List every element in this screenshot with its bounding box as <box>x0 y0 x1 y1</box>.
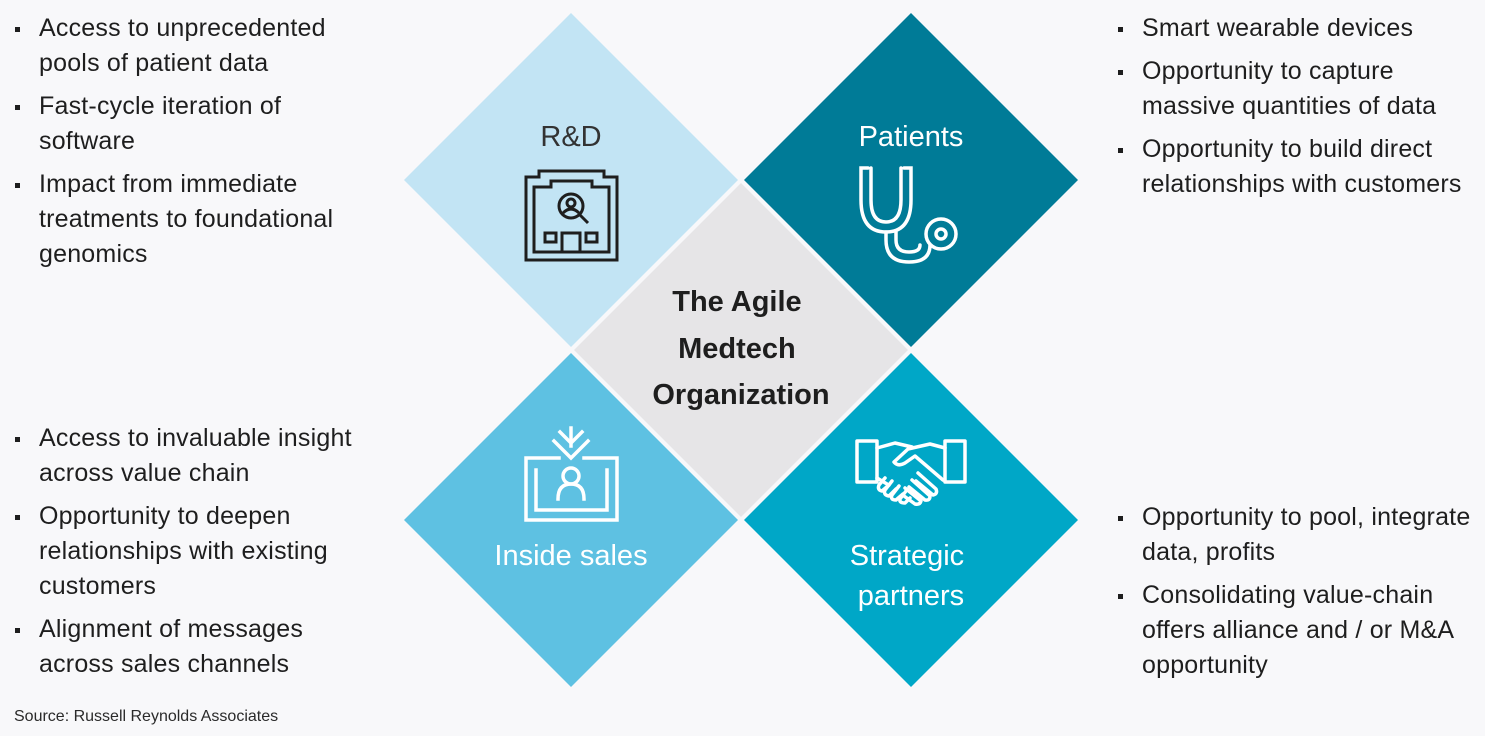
stethoscope-icon <box>859 166 958 264</box>
research-building-icon <box>524 169 619 262</box>
list-item: Opportunity to pool, integrate data, pro… <box>1117 500 1477 570</box>
center-diamond <box>574 183 908 517</box>
list-item: Opportunity to build direct relationship… <box>1117 132 1477 202</box>
quadrant-label-strategic-partners: Strategic partners <box>850 540 973 612</box>
list-item: Alignment of messages across sales chann… <box>14 612 374 682</box>
list-item: Opportunity to deepen relationships with… <box>14 499 374 604</box>
list-item: Smart wearable devices <box>1117 11 1477 46</box>
quadrant-label-patients: Patients <box>859 121 964 153</box>
list-item: Opportunity to capture massive quantitie… <box>1117 54 1477 124</box>
strategic-partners-benefits-list: Opportunity to pool, integrate data, pro… <box>1117 500 1477 691</box>
list-item: Consolidating value-chain offers allianc… <box>1117 578 1477 683</box>
list-item: Access to invaluable insight across valu… <box>14 421 374 491</box>
quadrant-strategic-partners <box>744 353 1078 687</box>
list-item: Access to unprecedented pools of patient… <box>14 11 374 81</box>
center-title: The Agile Medtech Organization <box>652 286 829 411</box>
customer-download-icon <box>524 426 619 522</box>
quadrant-label-inside-sales: Inside sales <box>494 540 647 572</box>
source-note: Source: Russell Reynolds Associates <box>14 708 279 725</box>
quadrant-label-rd: R&D <box>540 121 601 153</box>
inside-sales-benefits-list: Access to invaluable insight across valu… <box>14 421 374 690</box>
patients-benefits-list: Smart wearable devices Opportunity to ca… <box>1117 11 1477 210</box>
rd-benefits-list: Access to unprecedented pools of patient… <box>14 11 374 280</box>
list-item: Impact from immediate treatments to foun… <box>14 167 374 272</box>
handshake-icon <box>855 439 967 506</box>
list-item: Fast-cycle iteration of software <box>14 89 374 159</box>
